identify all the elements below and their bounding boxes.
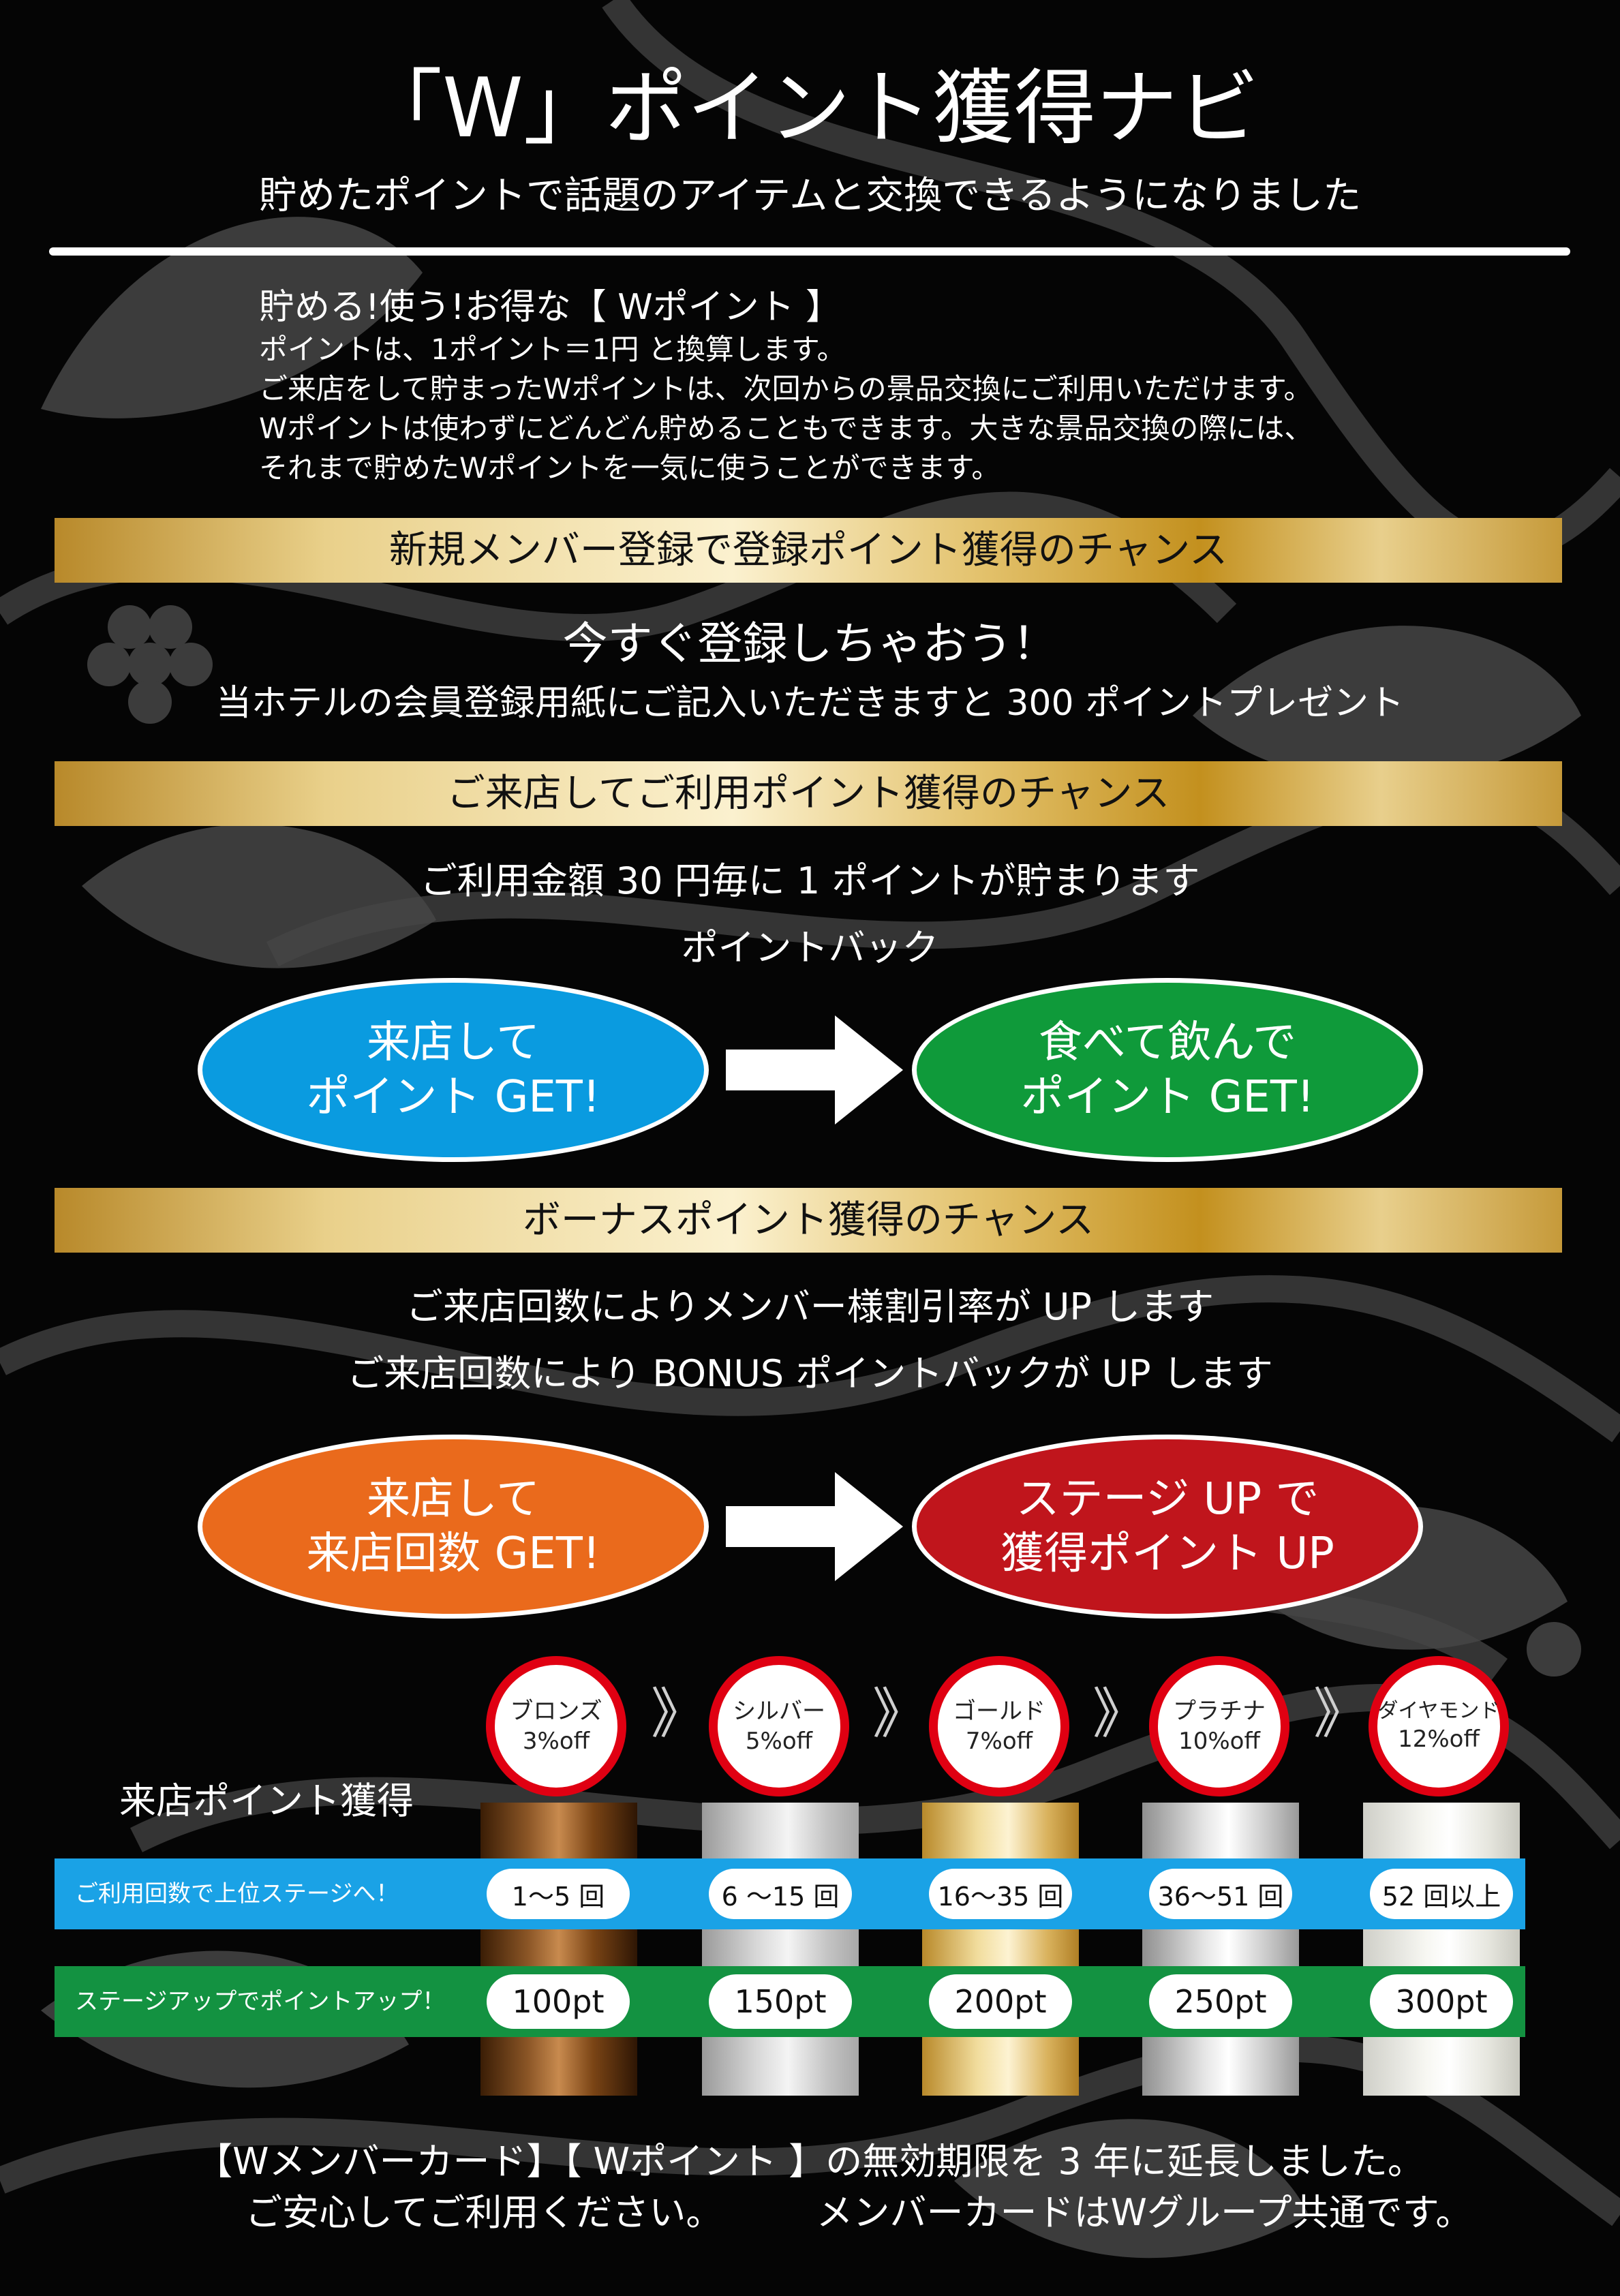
intro-line: Wポイントは使わずにどんどん貯めることもできます。大きな景品交換の際には、 (259, 412, 1313, 445)
section-bar-registration: 新規メンバー登録で登録ポイント獲得のチャンス (55, 518, 1562, 583)
stage-badge-platinum: プラチナ 10%off (1149, 1656, 1289, 1796)
stage-discount: 10%off (1178, 1728, 1260, 1755)
stage-name: プラチナ (1173, 1697, 1266, 1725)
points-band-label: ステージアップでポイントアップ！ (75, 1988, 446, 2015)
oval-stage-up-points: ステージ UP で 獲得ポイント UP (912, 1435, 1423, 1619)
bonus-line-1: ご来店回数によりメンバー様割引率が UP します (406, 1285, 1214, 1328)
visits-band-label: ご利用回数で上位ステージへ！ (75, 1880, 399, 1908)
stage-discount: 3%off (522, 1728, 590, 1755)
title-divider (49, 247, 1570, 256)
oval-eat-drink-get-points: 食べて飲んで ポイント GET! (912, 978, 1423, 1162)
usage-line-2: ポイントバック (681, 926, 939, 969)
arrow-right-icon (726, 1015, 903, 1124)
visits-pill: 16～35 回 (929, 1869, 1072, 1919)
stage-discount: 5%off (745, 1728, 813, 1755)
visits-pill: 6 ～15 回 (709, 1869, 852, 1919)
intro-line: ポイントは、1ポイント＝1円 と換算します。 (259, 333, 846, 366)
bonus-line-2: ご来店回数により BONUS ポイントバックが UP します (347, 1352, 1273, 1395)
oval-line: 獲得ポイント UP (1000, 1529, 1334, 1579)
stage-badge-bronze: ブロンズ 3%off (486, 1656, 626, 1796)
stage-name: シルバー (733, 1697, 825, 1725)
registration-text: 当ホテルの会員登録用紙にご記入いただきますと 300 ポイントプレゼント (215, 683, 1405, 724)
stage-name: ブロンズ (510, 1697, 602, 1725)
section-bar-usage: ご来店してご利用ポイント獲得のチャンス (55, 761, 1562, 826)
registration-headline: 今すぐ登録しちゃおう！ (562, 617, 1058, 670)
oval-visit-count-get: 来店して 来店回数 GET! (198, 1435, 709, 1619)
chevron-right-icon: 》 (1313, 1682, 1368, 1745)
stage-name: ゴールド (953, 1697, 1045, 1725)
visits-pill: 1～5 回 (487, 1869, 630, 1919)
stage-column-bronze (480, 1803, 637, 2096)
oval-line: 食べて飲んで (1038, 1017, 1297, 1068)
stage-row-title: 来店ポイント獲得 (119, 1779, 414, 1822)
chevron-right-icon: 》 (1092, 1682, 1147, 1745)
chevron-right-icon: 》 (651, 1682, 705, 1745)
stage-discount: 12%off (1398, 1726, 1480, 1754)
points-pill: 100pt (487, 1974, 630, 2029)
oval-line: 来店して (366, 1474, 540, 1525)
section-bar-bonus: ボーナスポイント獲得のチャンス (55, 1188, 1562, 1253)
stage-discount: 7%off (965, 1728, 1033, 1755)
oval-line: 来店して (366, 1017, 540, 1068)
stage-column-platinum (1142, 1803, 1299, 2096)
points-pill: 250pt (1149, 1974, 1292, 2029)
oval-visit-get-points: 来店して ポイント GET! (198, 978, 709, 1162)
page-title: 「W」ポイント獲得ナビ (361, 61, 1259, 156)
stage-column-diamond (1363, 1803, 1520, 2096)
page-subtitle: 貯めたポイントで話題のアイテムと交換できるようになりました (258, 174, 1362, 218)
footer-line-2a: ご安心してご利用ください。 (245, 2191, 723, 2234)
footer-line-1: 【Wメンバーカード】【 Wポイント 】の無効期限を 3 年に延長しました。 (196, 2140, 1424, 2183)
chevron-right-icon: 》 (872, 1682, 927, 1745)
stage-column-silver (702, 1803, 859, 2096)
stage-badge-gold: ゴールド 7%off (929, 1656, 1069, 1796)
intro-heading: 貯める!使う!お得な【 Wポイント 】 (259, 287, 842, 328)
stage-column-gold (922, 1803, 1079, 2096)
visits-pill: 36～51 回 (1149, 1869, 1292, 1919)
intro-line: ご来店をして貯まったWポイントは、次回からの景品交換にご利用いただけます。 (259, 372, 1313, 405)
stage-badge-silver: シルバー 5%off (709, 1656, 849, 1796)
stage-badge-diamond: ダイヤモンド 12%off (1369, 1656, 1509, 1796)
footer-line-2: ご安心してご利用ください。 メンバーカードはWグループ共通です。 (245, 2188, 1472, 2238)
oval-line: ステージ UP で (1015, 1474, 1319, 1525)
arrow-right-icon (726, 1472, 903, 1581)
oval-line: 来店回数 GET! (306, 1529, 600, 1579)
points-pill: 200pt (929, 1974, 1072, 2029)
visits-pill: 52 回以上 (1370, 1869, 1513, 1919)
stage-name: ダイヤモンド (1377, 1699, 1500, 1724)
oval-line: ポイント GET! (1020, 1072, 1315, 1122)
footer-line-2b: メンバーカードはWグループ共通です。 (816, 2191, 1473, 2234)
intro-line: それまで貯めたWポイントを一気に使うことができます。 (259, 451, 1000, 485)
intro-block: 貯める!使う!お得な【 Wポイント 】 ポイントは、1ポイント＝1円 と換算しま… (259, 285, 1313, 488)
usage-line-1: ご利用金額 30 円毎に 1 ポイントが貯まります (420, 859, 1200, 902)
points-pill: 150pt (709, 1974, 852, 2029)
oval-line: ポイント GET! (306, 1072, 600, 1122)
points-pill: 300pt (1370, 1974, 1513, 2029)
